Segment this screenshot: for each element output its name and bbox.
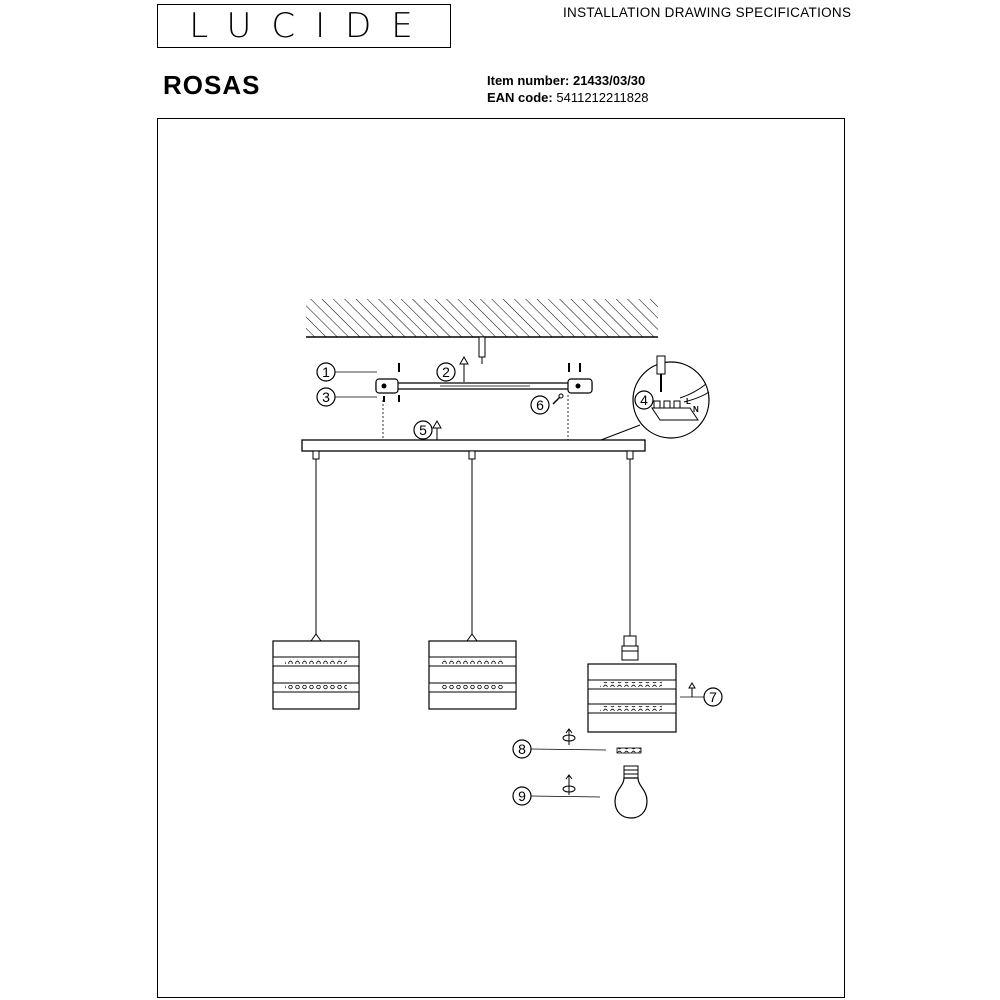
svg-text:4: 4 <box>640 392 648 408</box>
brand-logo: LUCIDE <box>157 4 451 48</box>
assembly-guides <box>382 395 569 440</box>
callout-4: 4 <box>634 390 654 410</box>
lamp-holder <box>621 635 639 661</box>
fixing-screw-icon <box>552 393 564 405</box>
arrow-up-icon <box>688 682 696 697</box>
mounting-bracket <box>375 378 593 394</box>
light-bulb-icon <box>614 765 648 819</box>
product-name: ROSAS <box>163 70 261 100</box>
svg-text:8: 8 <box>518 741 526 757</box>
rotate-icon <box>562 728 576 745</box>
svg-text:5: 5 <box>419 422 427 438</box>
svg-text:6: 6 <box>536 397 544 413</box>
ean-code: EAN code: 5411212211828 <box>487 90 648 105</box>
callout-3: 3 <box>316 387 377 407</box>
ceiling-screws <box>383 363 581 402</box>
ceiling <box>306 299 658 338</box>
ean-code-value: 5411212211828 <box>556 90 649 105</box>
callout-2: 2 <box>436 362 456 382</box>
callout-1: 1 <box>316 362 377 382</box>
lamp-shade <box>272 633 360 710</box>
svg-text:9: 9 <box>518 788 526 804</box>
rotate-icon <box>562 774 576 795</box>
lamp-shade <box>587 663 677 733</box>
svg-text:2: 2 <box>442 364 450 380</box>
arrow-up-icon <box>459 355 469 382</box>
callout-8: 8 <box>512 739 607 759</box>
callout-5: 5 <box>413 420 433 440</box>
ean-code-label: EAN code: <box>487 90 553 105</box>
arrow-up-icon <box>432 419 442 440</box>
svg-text:7: 7 <box>709 689 717 705</box>
ceiling-canopy <box>301 439 646 452</box>
item-number-value: 21433/03/30 <box>572 73 646 88</box>
suspension-cords <box>312 450 634 636</box>
callout-6: 6 <box>530 395 550 415</box>
drawing-frame <box>157 118 845 998</box>
svg-text:3: 3 <box>322 389 330 405</box>
callout-7: 7 <box>680 687 723 707</box>
terminal-neutral-label: N <box>693 405 699 414</box>
shade-ring <box>616 747 642 754</box>
terminal-block-detail: L N <box>600 355 710 441</box>
item-number: Item number: 21433/03/30 <box>487 73 645 88</box>
terminal-live-label: L <box>686 397 691 406</box>
callout-9: 9 <box>512 786 601 806</box>
brand-logo-text: LUCIDE <box>189 6 433 46</box>
svg-text:1: 1 <box>322 364 330 380</box>
item-number-label: Item number: <box>487 73 570 88</box>
document-title: INSTALLATION DRAWING SPECIFICATIONS <box>563 5 852 20</box>
supply-wire <box>478 336 486 364</box>
lamp-shade <box>428 633 517 710</box>
